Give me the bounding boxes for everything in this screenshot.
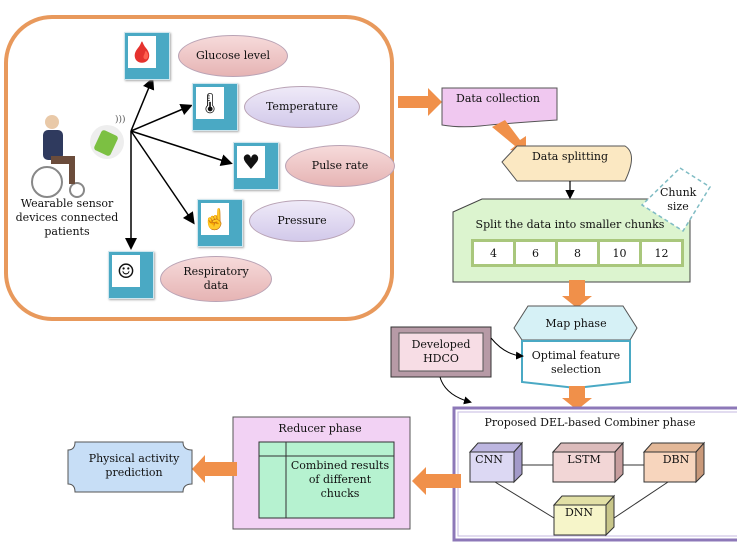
map-phase-label: Map phase [545, 317, 607, 330]
arrow-to-pulse [130, 130, 233, 166]
head-breathing-icon: ☺ [108, 251, 154, 299]
sensor-glucose-label: Glucose level [195, 49, 271, 62]
chunk-cell: 10 [597, 239, 642, 267]
prediction-label: Physical activity prediction [88, 452, 180, 479]
prediction-box [67, 441, 193, 493]
dbn-cube [642, 441, 706, 484]
arrow-to-glucose [130, 77, 155, 132]
arrow-hdco-to-combiner [439, 376, 472, 405]
reducer-title: Reducer phase [278, 422, 362, 435]
sensor-respiratory: Respiratory data [160, 256, 272, 302]
orange-arrow-to-collection [398, 88, 442, 116]
optimal-feature-label: Optimal feature selection [531, 349, 621, 376]
combiner-title: Proposed DEL-based Combiner phase [484, 416, 696, 429]
thermometer-icon: 🌡 [192, 83, 238, 131]
model-cnn: CNN [475, 453, 503, 466]
dnn-cube [552, 494, 616, 537]
sensor-respiratory-label: Respiratory data [183, 265, 249, 292]
model-dbn: DBN [662, 453, 690, 466]
data-splitting-box [501, 145, 632, 182]
sensor-temperature-label: Temperature [265, 100, 339, 113]
sensor-pulse: Pulse rate [285, 145, 395, 187]
sensor-arrows [125, 77, 233, 250]
arrow-hdco-to-feature [490, 337, 524, 360]
arrow-to-pressure [130, 130, 195, 225]
orange-arrow-to-combiner [562, 386, 592, 410]
patient-label: Wearable sensor devices connected patien… [15, 197, 119, 238]
touch-hand-icon: ☝ [197, 199, 243, 247]
orange-arrow-to-reducer [412, 467, 461, 495]
heartbeat-icon: ♥ [233, 142, 279, 190]
split-title: Split the data into smaller chunks [475, 218, 665, 231]
sensor-pressure: Pressure [249, 200, 355, 242]
sensor-glucose: Glucose level [178, 35, 288, 77]
sensor-pressure-label: Pressure [277, 214, 327, 227]
hdco-label: Developed HDCO [411, 338, 471, 365]
glucose-meter-icon: 🩸 [124, 32, 170, 80]
chunk-size-label: Chunk size [660, 186, 697, 213]
data-collection-label: Data collection [456, 92, 540, 105]
data-collection-box [441, 87, 558, 128]
chunk-cell: 4 [471, 239, 516, 267]
orange-arrow-to-prediction [192, 455, 237, 483]
orange-arrow-to-splitting [492, 120, 526, 152]
sensor-temperature: Temperature [244, 86, 360, 128]
model-dnn: DNN [564, 506, 594, 519]
chunk-cell: 12 [639, 239, 684, 267]
svg-text:))): ))) [115, 114, 125, 125]
chunk-cell: 6 [513, 239, 558, 267]
chunk-cell: 8 [555, 239, 600, 267]
chunk-size-diamond [640, 167, 712, 233]
data-splitting-label: Data splitting [531, 150, 609, 163]
orange-arrow-to-map [562, 280, 592, 308]
arrow-to-temperature [130, 103, 193, 132]
patient-wheelchair-icon: ))) [31, 114, 125, 198]
optimal-feature-box [521, 340, 631, 390]
reducer-inner-box [258, 441, 395, 519]
model-lstm: LSTM [567, 453, 601, 466]
sensor-pulse-label: Pulse rate [311, 159, 369, 172]
reducer-content: Combined results of different chucks [290, 459, 390, 500]
lstm-cube [551, 441, 625, 484]
cnn-cube [468, 441, 524, 484]
